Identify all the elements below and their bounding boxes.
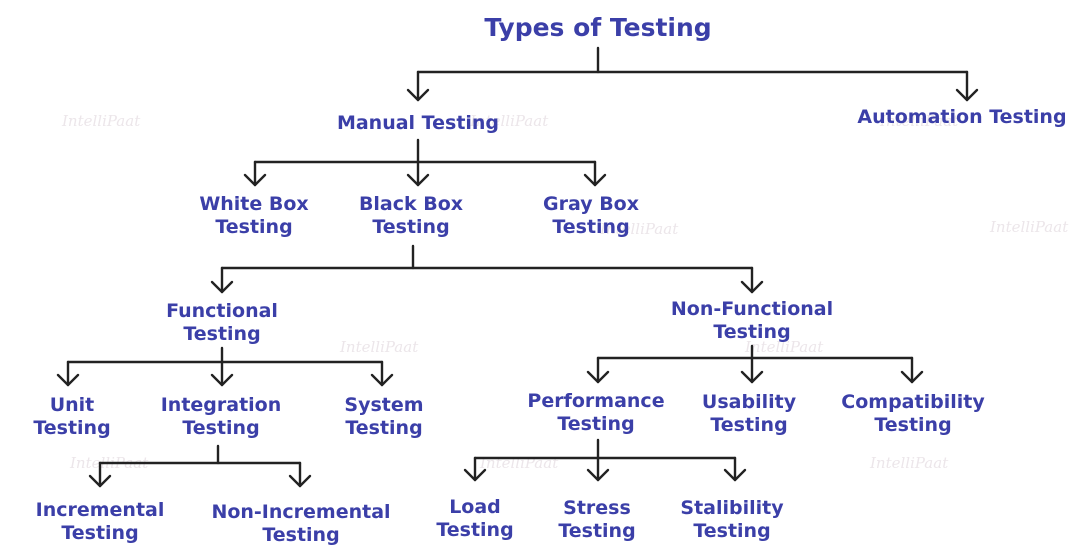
node-line: Unit: [49, 394, 95, 416]
arrowhead: [740, 280, 764, 294]
node-line: Compatibility: [841, 391, 985, 413]
node-line: Testing: [61, 522, 139, 544]
node-incremental-testing: Incremental Testing: [36, 499, 165, 545]
arrowhead: [723, 468, 747, 482]
node-stress-testing: Stress Testing: [558, 497, 635, 543]
node-manual-testing: Manual Testing: [336, 112, 500, 134]
node-line: Testing: [552, 216, 630, 238]
node-functional-testing: Functional Testing: [166, 300, 278, 346]
node-line: Testing: [345, 417, 423, 439]
arrowhead: [406, 88, 430, 102]
node-load-testing: Load Testing: [436, 496, 513, 542]
node-line: Testing: [372, 216, 450, 238]
node-line: White Box: [199, 193, 309, 215]
arrowhead: [210, 280, 234, 294]
arrowhead: [740, 370, 764, 384]
watermark: IntelliPaat: [62, 112, 141, 130]
arrowhead: [955, 88, 979, 102]
node-line: Black Box: [358, 193, 464, 215]
node-line: Testing: [710, 414, 788, 436]
watermark: IntelliPaat: [870, 454, 949, 472]
node-line: Testing: [183, 323, 261, 345]
node-gray-box-testing: Gray Box Testing: [543, 193, 639, 239]
node-usability-testing: Usability Testing: [702, 391, 796, 437]
node-line: Performance: [527, 390, 665, 412]
node-line: Stress: [563, 497, 631, 519]
node-non-functional-testing: Non-Functional Testing: [671, 298, 833, 344]
node-non-incremental-testing: Non-Incremental Testing: [211, 501, 390, 547]
node-white-box-testing: White Box Testing: [199, 193, 308, 239]
arrowhead: [586, 468, 610, 482]
node-line: Testing: [874, 414, 952, 436]
node-line: System: [344, 394, 424, 416]
arrowhead: [583, 173, 607, 187]
node-line: Non-Incremental: [211, 501, 391, 523]
node-line: Usability: [701, 391, 797, 413]
arrowhead: [210, 373, 234, 387]
node-line: Testing: [262, 524, 340, 546]
watermark: IntelliPaat: [745, 338, 824, 356]
arrowhead: [370, 373, 394, 387]
node-line: Load: [449, 496, 501, 518]
arrowhead: [900, 370, 924, 384]
node-system-testing: System Testing: [344, 394, 423, 440]
node-line: Testing: [558, 520, 636, 542]
node-line: Testing: [182, 417, 260, 439]
node-integration-testing: Integration Testing: [161, 394, 282, 440]
node-line: Testing: [693, 520, 771, 542]
node-line: Incremental: [35, 499, 165, 521]
node-line: Integration: [160, 394, 282, 416]
diagram-title: Types of Testing: [484, 13, 712, 42]
arrowhead: [56, 373, 80, 387]
node-black-box-testing: Black Box Testing: [359, 193, 463, 239]
node-line: Functional: [166, 300, 278, 322]
node-line: Testing: [557, 413, 635, 435]
node-line: Testing: [215, 216, 293, 238]
node-line: Testing: [33, 417, 111, 439]
watermark: IntelliPaat: [990, 218, 1069, 236]
arrowhead: [586, 370, 610, 384]
watermark: IntelliPaat: [470, 112, 549, 130]
arrowhead: [463, 468, 487, 482]
arrowhead: [88, 474, 112, 488]
node-line: Stalibility: [680, 497, 784, 519]
watermark: IntelliPaat: [600, 220, 679, 238]
node-line: Gray Box: [543, 193, 639, 215]
node-performance-testing: Performance Testing: [527, 390, 664, 436]
arrowhead: [243, 173, 267, 187]
node-unit-testing: Unit Testing: [33, 394, 110, 440]
node-line: Testing: [436, 519, 514, 541]
node-compatibility-testing: Compatibility Testing: [841, 391, 984, 437]
node-line: Testing: [713, 321, 791, 343]
arrowhead: [288, 474, 312, 488]
node-stalibility-testing: Stalibility Testing: [680, 497, 783, 543]
arrowhead: [406, 173, 430, 187]
node-automation-testing: Automation Testing: [857, 106, 1067, 128]
watermark: IntelliPaat: [880, 112, 959, 130]
watermark: IntelliPaat: [340, 338, 419, 356]
node-line: Non-Functional: [670, 298, 834, 320]
